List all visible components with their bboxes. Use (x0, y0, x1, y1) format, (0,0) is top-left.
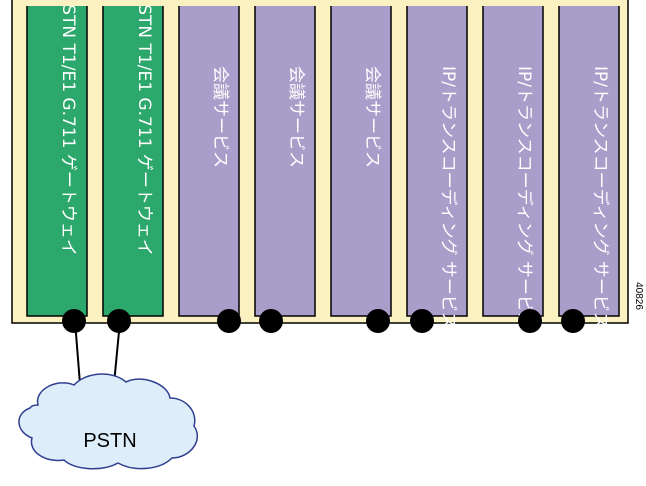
slot-card-3: 会議サービス (178, 6, 240, 317)
slot-card-label: IP/トランスコーディング サービス (590, 66, 611, 329)
pstn-cloud: PSTN (18, 373, 199, 470)
port-connector (561, 309, 585, 333)
slot-card-label: 会議サービス (286, 66, 306, 168)
slot-card-7: IP/トランスコーディング サービス (482, 6, 544, 329)
slot-card-label: IP/トランスコーディング サービス (438, 66, 459, 329)
port-connector (410, 309, 434, 333)
slot-card-2: PSTN T1/E1 G.711 ゲートウェイ (102, 0, 164, 317)
slot-card-6: IP/トランスコーディング サービス (406, 6, 468, 329)
port-connector (217, 309, 241, 333)
slot-card-label: 会議サービス (362, 66, 382, 168)
port-connectors (62, 309, 585, 333)
port-connector (107, 309, 131, 333)
slot-card-body (254, 6, 316, 317)
slot-card-body (406, 6, 468, 317)
slot-card-4: 会議サービス (254, 6, 316, 317)
slot-card-body (330, 6, 392, 317)
port-connector (259, 309, 283, 333)
slot-card-body (482, 6, 544, 317)
slot-card-5: 会議サービス (330, 6, 392, 317)
cloud-shape (18, 373, 199, 470)
slot-card-1: PSTN T1/E1 G.711 ゲートウェイ (26, 0, 88, 317)
slot-card-label: 会議サービス (210, 66, 230, 168)
slot-card-8: IP/トランスコーディング サービス (558, 6, 620, 329)
slot-cards: PSTN T1/E1 G.711 ゲートウェイ PSTN T1/E1 G.711 … (26, 0, 620, 329)
slot-card-body (102, 6, 164, 317)
slot-card-label: IP/トランスコーディング サービス (514, 66, 535, 329)
slot-card-body (26, 6, 88, 317)
figure-id: 40826 (633, 282, 644, 310)
cloud-label: PSTN (83, 430, 136, 452)
port-connector (518, 309, 542, 333)
slot-card-body (558, 6, 620, 317)
slot-card-label: PSTN T1/E1 G.711 ゲートウェイ (134, 0, 154, 256)
slot-card-label: PSTN T1/E1 G.711 ゲートウェイ (58, 0, 78, 256)
port-connector (366, 309, 390, 333)
slot-card-body (178, 6, 240, 317)
port-connector (62, 309, 86, 333)
